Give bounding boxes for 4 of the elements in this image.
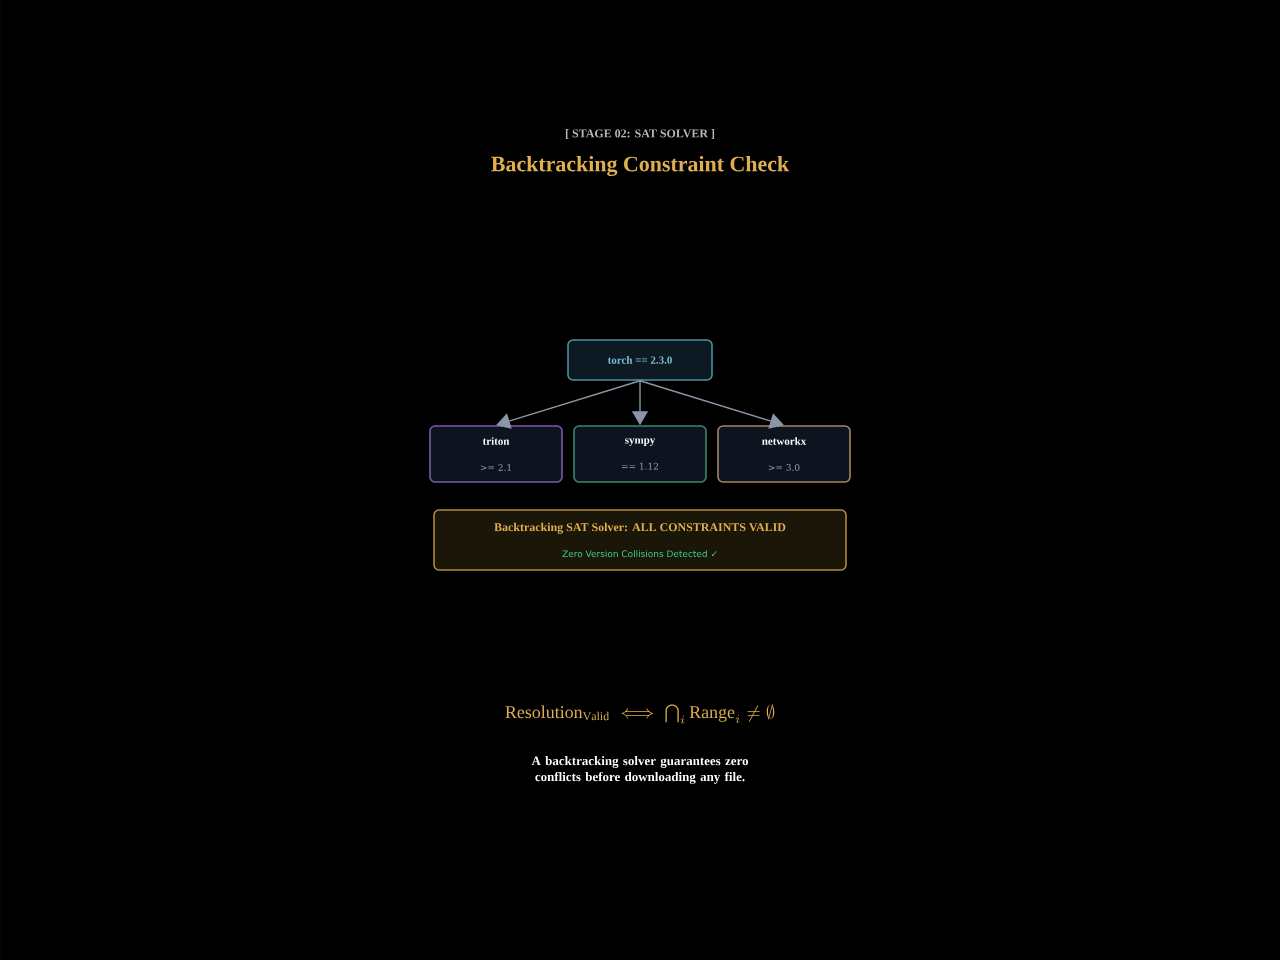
- arrow: [496, 380, 641, 429]
- title: Backtracking Constraint Check: [491, 156, 790, 176]
- arrow: [639, 380, 784, 429]
- formula: $\mathrm{Resolution}_{\mathrm{Valid}} \iff \bigcap_i \mathrm{Range}_i \neq \emptyset$: [505, 704, 775, 724]
